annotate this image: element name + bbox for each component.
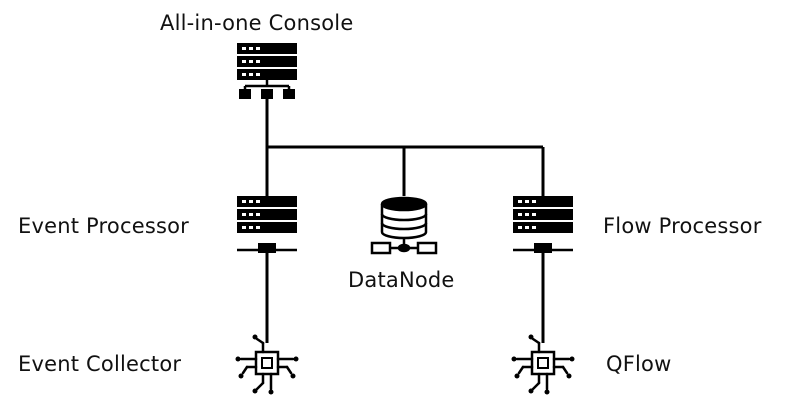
server-rack-icon bbox=[237, 196, 297, 253]
database-icon bbox=[370, 196, 438, 255]
console-label: All-in-one Console bbox=[160, 11, 354, 35]
server-rack-network-icon bbox=[237, 43, 297, 99]
server-rack-icon bbox=[513, 196, 573, 253]
flow-processor-label: Flow Processor bbox=[603, 214, 762, 238]
event-collector-label: Event Collector bbox=[18, 352, 182, 376]
chip-circuit-icon bbox=[510, 333, 576, 396]
connection-lines bbox=[265, 98, 545, 343]
chip-circuit-icon bbox=[234, 333, 300, 396]
datanode-label: DataNode bbox=[348, 268, 455, 292]
event-processor-label: Event Processor bbox=[18, 214, 189, 238]
qflow-label: QFlow bbox=[606, 352, 672, 376]
